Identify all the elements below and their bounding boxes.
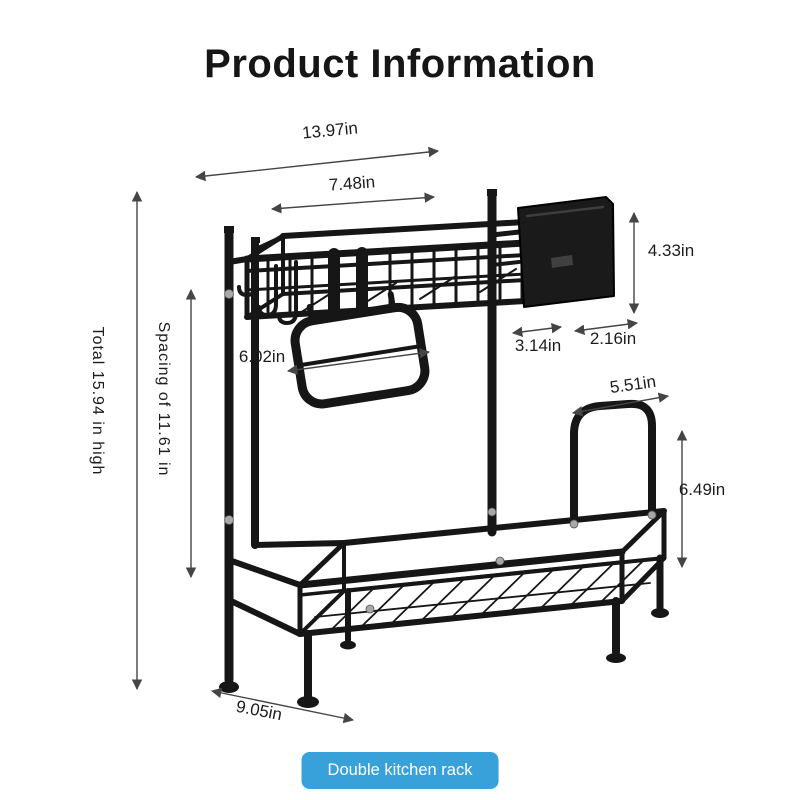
dim-label-board-width: 6.02in — [238, 347, 286, 366]
side-rail — [570, 399, 656, 528]
page-title: Product Information — [204, 42, 596, 86]
dim-line-inner-width — [270, 192, 436, 214]
dim-label-total-height: Total 15.94 in high — [89, 326, 106, 476]
right-post — [487, 189, 497, 537]
top-basket — [243, 215, 597, 320]
dim-label-holder-depth: 3.14in — [514, 336, 562, 355]
dim-line-holder-width — [573, 319, 639, 335]
rack-illustration — [219, 189, 669, 708]
product-type-badge: Double kitchen rack — [301, 752, 499, 789]
bottom-basket — [296, 508, 669, 708]
dim-line-rail-width — [571, 392, 670, 417]
s-hooks — [237, 258, 298, 325]
screws — [224, 289, 657, 614]
dim-line-top-width — [194, 146, 440, 182]
dim-label-basket-height: 4.33in — [647, 241, 695, 260]
dimension-lines — [131, 146, 688, 724]
dim-line-base-depth — [210, 687, 355, 724]
dim-label-inner-width: 7.48in — [328, 172, 376, 195]
dim-label-holder-width: 2.16in — [589, 329, 637, 348]
dim-line-board-width — [286, 348, 431, 375]
dim-label-rail-height: 6.49in — [678, 480, 726, 499]
dim-label-tier-spacing: Spacing of 11.61 in — [155, 321, 172, 477]
utensil-holder — [489, 196, 615, 308]
dim-line-holder-depth — [511, 322, 563, 338]
